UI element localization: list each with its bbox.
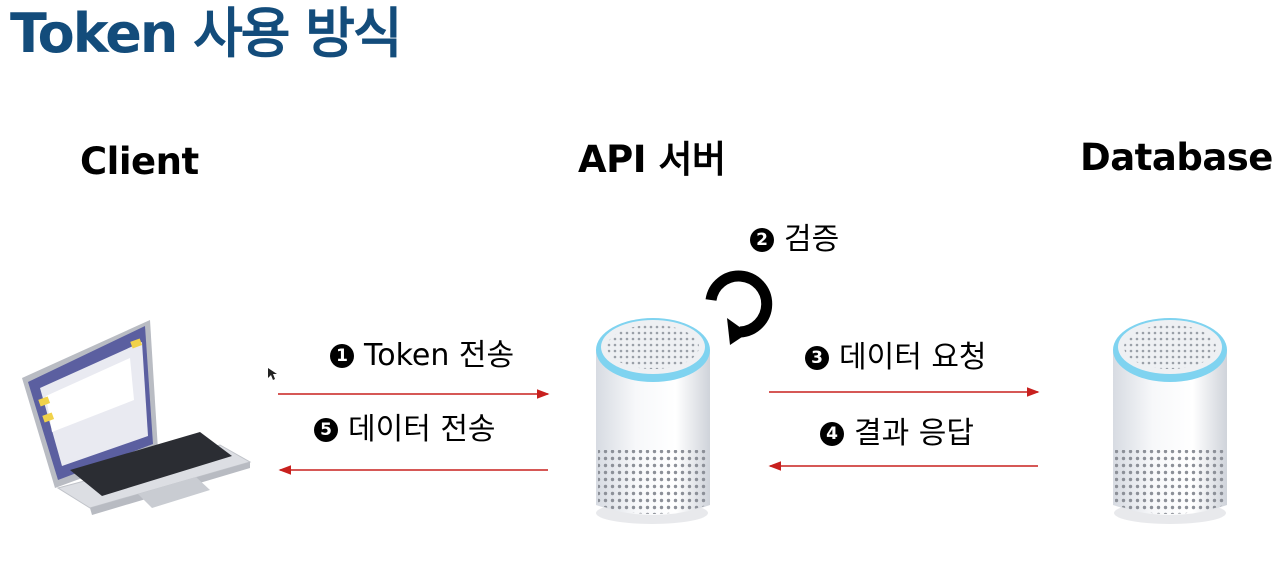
step-5-label: 5 데이터 전송 — [314, 412, 496, 448]
api-server-icon — [596, 318, 710, 524]
step-3-label: 3 데이터 요청 — [805, 340, 987, 376]
verify-cycle-arrow-icon — [705, 270, 773, 345]
step-3-text: 데이터 요청 — [839, 340, 987, 375]
step-4-text: 결과 응답 — [854, 416, 974, 451]
step-2-label: 2 검증 — [750, 222, 839, 258]
step-2-text: 검증 — [784, 222, 840, 257]
step-1-label: 1 Token 전송 — [330, 338, 514, 374]
step-5-number: 5 — [314, 418, 338, 442]
page-title: Token 사용 방식 — [10, 2, 403, 65]
laptop-icon — [22, 320, 252, 515]
step-3-number: 3 — [805, 346, 829, 370]
api-server-label: API 서버 — [578, 138, 726, 181]
step-1-number: 1 — [330, 344, 354, 368]
step-4-number: 4 — [820, 422, 844, 446]
step-1-text: Token 전송 — [364, 338, 515, 373]
step-5-text: 데이터 전송 — [348, 412, 496, 447]
database-server-icon — [1113, 318, 1227, 524]
step-2-number: 2 — [750, 228, 774, 252]
database-label: Database — [1080, 136, 1273, 179]
client-label: Client — [80, 140, 199, 183]
mouse-cursor-icon — [268, 368, 277, 380]
step-4-label: 4 결과 응답 — [820, 416, 974, 452]
